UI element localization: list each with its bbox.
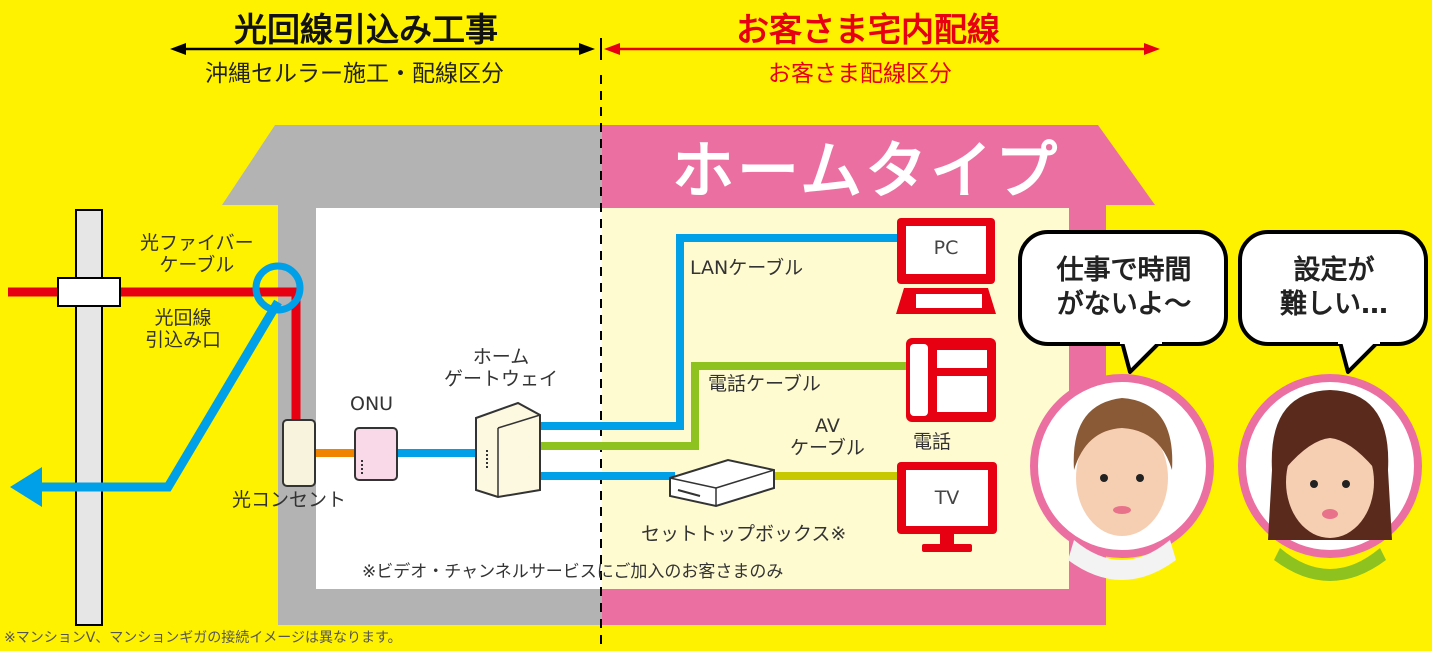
tv-icon (897, 462, 997, 552)
man-speech-text: 仕事で時間 がないよ〜 (1056, 255, 1192, 320)
utility-pole (75, 209, 103, 626)
phone-cable-label: 電話ケーブル (708, 373, 821, 395)
onu-device (354, 427, 398, 481)
footnote: ※マンションV、マンションギガの接続イメージは異なります。 (4, 630, 402, 646)
pole-clamp (57, 277, 121, 307)
fiber-cable-label: 光ファイバー ケーブル (140, 232, 254, 276)
right-header-subtitle: お客さま配線区分 (768, 61, 952, 87)
phone-label: 電話 (912, 431, 951, 453)
left-scope-arrow (170, 43, 595, 55)
home-gateway-device (475, 401, 541, 499)
av-cable-label: AV ケーブル (790, 415, 865, 459)
home-type-banner: ホームタイプ (672, 134, 1061, 207)
set-top-box-device (669, 458, 775, 508)
entry-point-label: 光回線 引込み口 (145, 307, 222, 351)
blue-arrowhead (10, 467, 42, 507)
man-avatar (1030, 374, 1214, 580)
left-header-title: 光回線引込み工事 (234, 10, 498, 49)
left-interior (316, 208, 602, 589)
woman-speech-bubble-shape (1238, 230, 1428, 374)
tv-label: TV (934, 487, 960, 509)
left-header-subtitle: 沖縄セルラー施工・配線区分 (205, 61, 504, 87)
gray-roof (222, 125, 602, 205)
woman-speech-text: 設定が 難しい… (1280, 255, 1388, 320)
home-gateway-label: ホーム ゲートウェイ (444, 346, 559, 390)
set-top-box-label: セットトップボックス※ (641, 523, 847, 545)
lan-cable-line (535, 234, 900, 430)
entry-point-ring (252, 262, 304, 314)
optical-outlet-device (282, 419, 316, 487)
pc-label: PC (933, 237, 959, 259)
onu-label: ONU (350, 393, 394, 415)
phone-icon (906, 338, 996, 422)
optical-outlet-label: 光コンセント (232, 489, 347, 511)
lan-cable-label: LANケーブル (690, 257, 804, 279)
video-service-note: ※ビデオ・チャンネルサービスにご加入のお客さまのみ (362, 562, 784, 582)
right-header-title: お客さま宅内配線 (736, 10, 1000, 49)
blue-return-line (25, 299, 282, 492)
right-scope-arrow (604, 43, 1160, 55)
pink-roof (602, 125, 1155, 205)
man-speech-bubble-shape (1018, 230, 1228, 374)
pc-icon (896, 218, 996, 314)
woman-avatar (1238, 374, 1422, 581)
phone-cable-line (535, 362, 910, 450)
